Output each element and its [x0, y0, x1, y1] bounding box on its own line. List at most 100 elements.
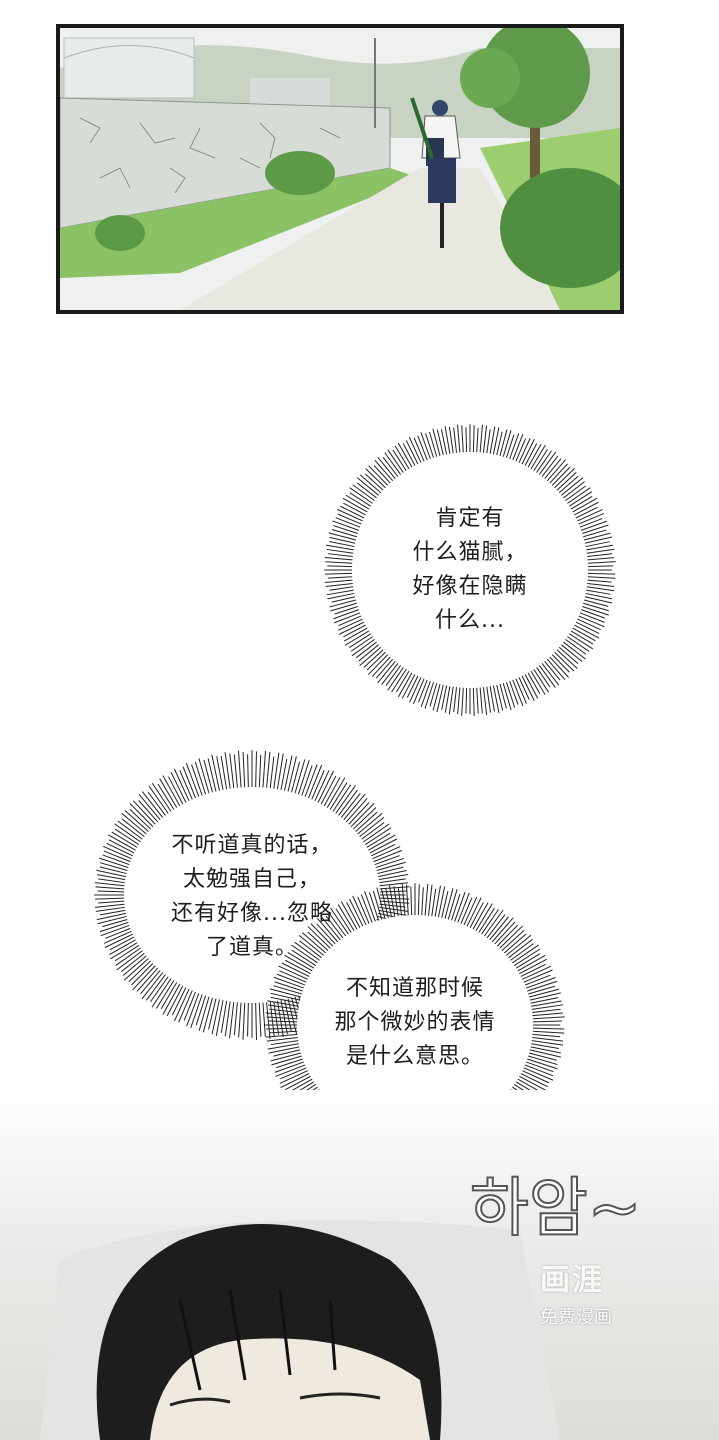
burst-line	[572, 497, 598, 513]
burst-line	[270, 1040, 299, 1046]
burst-line	[436, 429, 444, 456]
burst-line	[374, 459, 394, 482]
burst-line	[531, 1043, 560, 1050]
burst-line	[483, 909, 504, 937]
burst-line	[182, 766, 196, 799]
burst-line	[528, 988, 560, 998]
burst-line	[492, 685, 500, 714]
burst-line	[450, 893, 461, 921]
bubble-text-3: 不知道那时候 那个微妙的表情 是什么意思。	[334, 976, 496, 1069]
burst-line	[432, 683, 441, 711]
burst-line	[273, 985, 302, 995]
burst-line	[457, 687, 461, 715]
burst-line	[287, 951, 315, 969]
burst-line	[269, 988, 302, 998]
burst-line	[215, 1000, 224, 1037]
burst-line	[343, 624, 366, 638]
burst-line	[563, 481, 585, 499]
burst-line	[280, 758, 288, 790]
burst-line	[375, 658, 394, 679]
burst-line	[269, 756, 275, 789]
burst-line	[417, 884, 420, 916]
burst-line	[327, 576, 353, 579]
burst-line	[377, 661, 396, 684]
burst-line	[338, 618, 363, 631]
burst-line	[412, 678, 425, 705]
burst-line	[496, 924, 519, 947]
burst-line	[375, 857, 405, 869]
burst-line	[532, 1008, 561, 1013]
burst-line	[533, 449, 548, 472]
burst-line	[582, 524, 609, 535]
burst-line	[365, 468, 386, 489]
burst-line	[532, 1027, 565, 1030]
burst-line	[97, 915, 127, 925]
burst-line	[369, 838, 398, 854]
burst-line	[582, 605, 609, 616]
burst-line	[532, 1016, 565, 1020]
burst-line	[371, 656, 391, 677]
burst-line	[444, 686, 451, 713]
burst-line	[366, 651, 386, 671]
burst-line	[377, 456, 396, 479]
burst-line	[211, 754, 220, 791]
burst-line	[499, 683, 507, 709]
burst-line	[121, 952, 145, 972]
burst-line	[358, 644, 379, 662]
burst-line	[329, 599, 357, 608]
burst-line	[327, 592, 355, 600]
burst-line	[208, 998, 217, 1030]
burst-line	[578, 512, 605, 525]
burst-line	[279, 970, 307, 983]
burst-line	[496, 431, 503, 456]
burst-line	[171, 987, 187, 1016]
burst-line	[374, 855, 400, 866]
burst-line	[406, 675, 419, 698]
burst-line	[472, 425, 475, 453]
burst-line	[538, 451, 557, 475]
burst-line	[531, 1040, 564, 1046]
burst-line	[186, 993, 200, 1027]
burst-line	[174, 988, 190, 1022]
burst-line	[479, 424, 483, 453]
burst-line	[327, 553, 353, 558]
burst-line	[530, 1046, 561, 1054]
burst-line	[533, 668, 550, 693]
burst-line	[577, 509, 603, 522]
burst-line	[575, 506, 598, 519]
burst-line	[489, 686, 495, 712]
burst-line	[505, 682, 516, 708]
burst-line	[131, 963, 154, 986]
burst-line	[349, 898, 364, 927]
burst-line	[266, 1037, 298, 1042]
burst-line	[111, 831, 138, 848]
burst-line	[502, 683, 512, 711]
burst-line	[444, 888, 454, 919]
burst-line	[95, 886, 125, 890]
burst-line	[338, 615, 362, 627]
burst-line	[570, 495, 593, 510]
burst-line	[584, 536, 613, 544]
burst-line	[368, 892, 380, 921]
burst-line	[549, 463, 568, 484]
burst-line	[567, 636, 590, 652]
burst-line	[567, 487, 591, 504]
burst-line	[320, 775, 337, 805]
burst-line	[544, 661, 561, 681]
burst-line	[102, 845, 132, 860]
burst-line	[128, 960, 151, 983]
burst-line	[372, 890, 383, 920]
burst-line	[355, 641, 377, 659]
burst-line	[280, 1073, 310, 1089]
burst-line	[527, 443, 542, 468]
burst-line	[317, 770, 335, 803]
burst-line	[129, 808, 151, 830]
burst-line	[262, 1002, 266, 1037]
burst-line	[388, 885, 396, 917]
burst-line	[448, 686, 454, 715]
burst-line	[554, 651, 575, 672]
burst-line	[554, 467, 576, 489]
burst-line	[409, 677, 422, 703]
burst-line	[99, 866, 127, 875]
burst-line	[346, 902, 361, 928]
